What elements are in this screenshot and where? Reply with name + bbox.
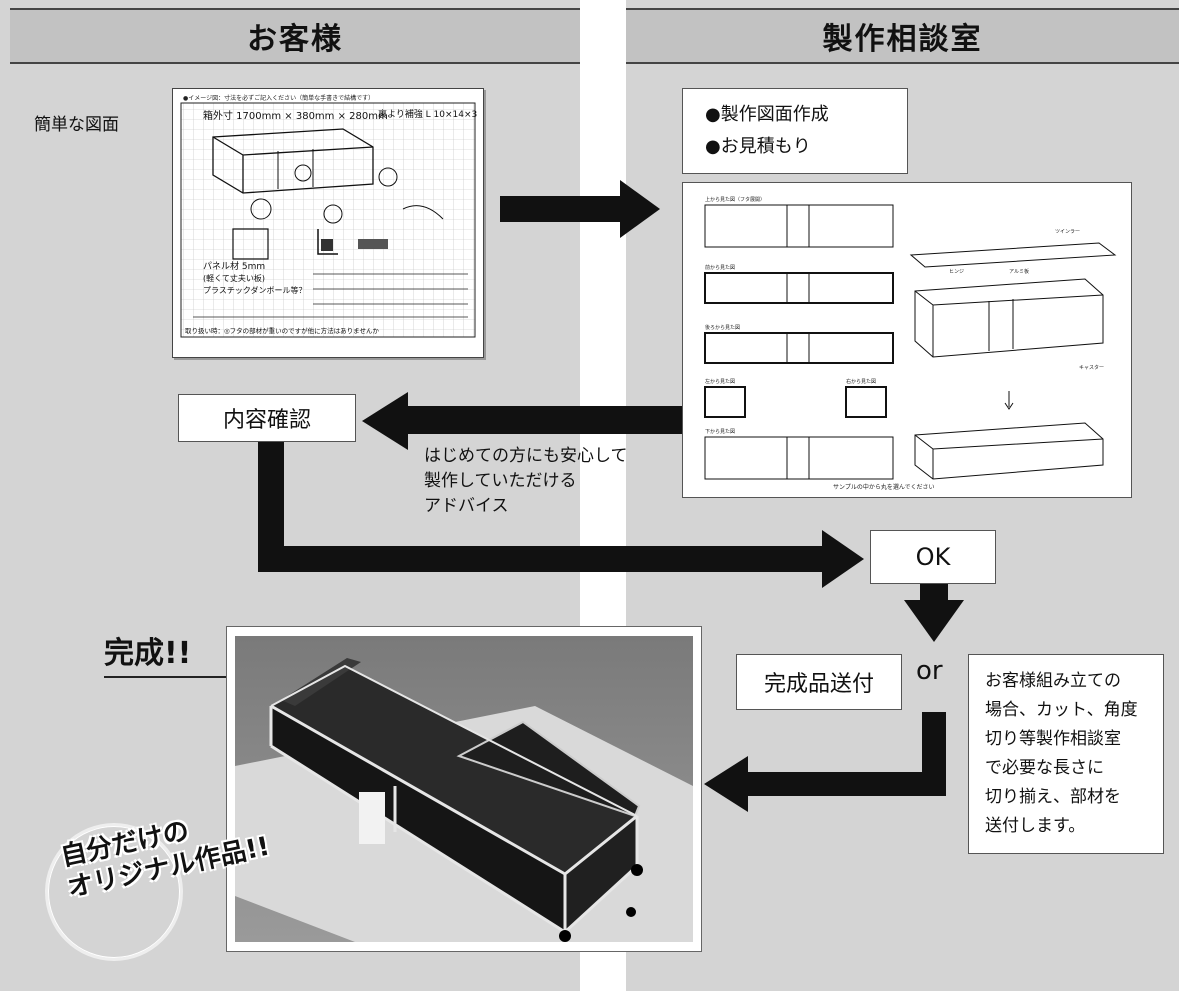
completed-underline [104,676,228,678]
original-work-badge [48,826,180,958]
technical-drawing-svg: 上から見た図（フタ展開） 前から見た図 後ろから見た図 左から見た図 右から見た… [704,196,1117,491]
technical-drawing: 上から見た図（フタ展開） 前から見た図 後ろから見た図 左から見た図 右から見た… [682,182,1132,498]
sketch-note-panel: パネル材 5mm [203,260,265,272]
drawing-label-left: 左から見た図 [705,378,735,385]
drawing-label-aluminum: アルミ板 [1009,268,1029,275]
arrow-to-workshop-head [620,180,660,238]
workshop-header-title: 製作相談室 [822,22,983,57]
arrow-confirm-right [258,546,828,572]
services-box: ●製作図面作成 ●お見積もり [682,88,908,174]
arrow-or-left [746,772,946,796]
sketch-corner-note: 裏より補強 L 10×14×3 [378,108,477,120]
or-text: or [916,656,943,686]
delivery-box-label: 完成品送付 [763,672,874,697]
completed-heading: 完成!! [104,628,228,678]
arrow-ok-down [920,584,948,604]
ok-box-label: OK [915,543,951,571]
confirm-box: 内容確認 [178,394,356,442]
arrow-to-confirm-shaft [406,406,682,434]
drawing-label-top: 上から見た図（フタ展開） [705,196,765,203]
assembly-note-line-5: 切り揃え、部材を [985,787,1121,807]
ok-box: OK [870,530,996,584]
confirm-box-label: 内容確認 [222,408,311,433]
assembly-note-line-6: 送付します。 [985,816,1086,836]
sketch-note-plastic: プラスチックダンボール等？ [203,285,307,295]
sketch-note-handling: 取り扱い時：◎フタの部材が重いのですが他に方法はありませんか [185,326,379,335]
customer-header-title: お客様 [247,22,343,57]
assembly-note-line-2: 場合、カット、角度 [985,700,1138,720]
sketch-label: 簡単な図面 [34,115,119,135]
sketch-dimensions: 箱外寸 1700mm × 380mm × 280mm [203,109,388,122]
drawing-label-bottom: 下から見た図 [705,428,735,435]
delivery-box: 完成品送付 [736,654,902,710]
drawing-label-caster: キャスター [1079,364,1104,371]
assembly-note-line-3: 切り等製作相談室 [985,729,1121,749]
service-drawing: ●製作図面作成 [705,104,829,125]
advice-text: はじめての方にも安心して 製作していただける アドバイス [424,444,628,519]
assembly-note-line-1: お客様組み立ての [985,671,1121,691]
arrow-to-photo-head [704,756,748,812]
completed-heading-text: 完成!! [104,636,192,671]
drawing-label-right: 右から見た図 [846,378,876,385]
drawing-label-front: 前から見た図 [705,264,735,271]
arrow-to-workshop-shaft [500,196,625,222]
arrow-ok-down-head [904,600,964,642]
sketch-top-note: ●イメージ図：寸法を必ずご記入ください（簡単な手書きで結構です） [183,94,374,102]
service-estimate: ●お見積もり [705,136,811,157]
advice-line-1: はじめての方にも安心して [424,446,628,466]
assembly-note-box: お客様組み立ての 場合、カット、角度 切り等製作相談室 で必要な長さに 切り揃え… [968,654,1164,854]
arrow-to-ok-head [822,530,864,588]
advice-line-3: アドバイス [424,496,509,516]
hand-sketch-drawing: ●イメージ図：寸法を必ずご記入ください（簡単な手書きで結構です） 箱外寸 170… [180,94,477,338]
assembly-note-line-4: で必要な長さに [985,758,1104,778]
hand-sketch: ●イメージ図：寸法を必ずご記入ください（簡単な手書きで結構です） 箱外寸 170… [172,88,484,358]
drawing-footer: サンプルの中から丸を選んでください [833,483,935,491]
drawing-label-hinge: ヒンジ [949,269,964,275]
finished-photo-frame [226,626,702,952]
finished-product-photo [235,636,693,942]
sketch-note-light: (軽くて丈夫い板) [203,273,265,283]
customer-header: お客様 [10,8,580,64]
workshop-header: 製作相談室 [626,8,1179,64]
advice-line-2: 製作していただける [424,471,577,491]
drawing-label-back: 後ろから見た図 [705,324,740,331]
arrow-to-confirm-head [362,392,408,450]
drawing-label-twin: ツインラー [1055,229,1080,235]
